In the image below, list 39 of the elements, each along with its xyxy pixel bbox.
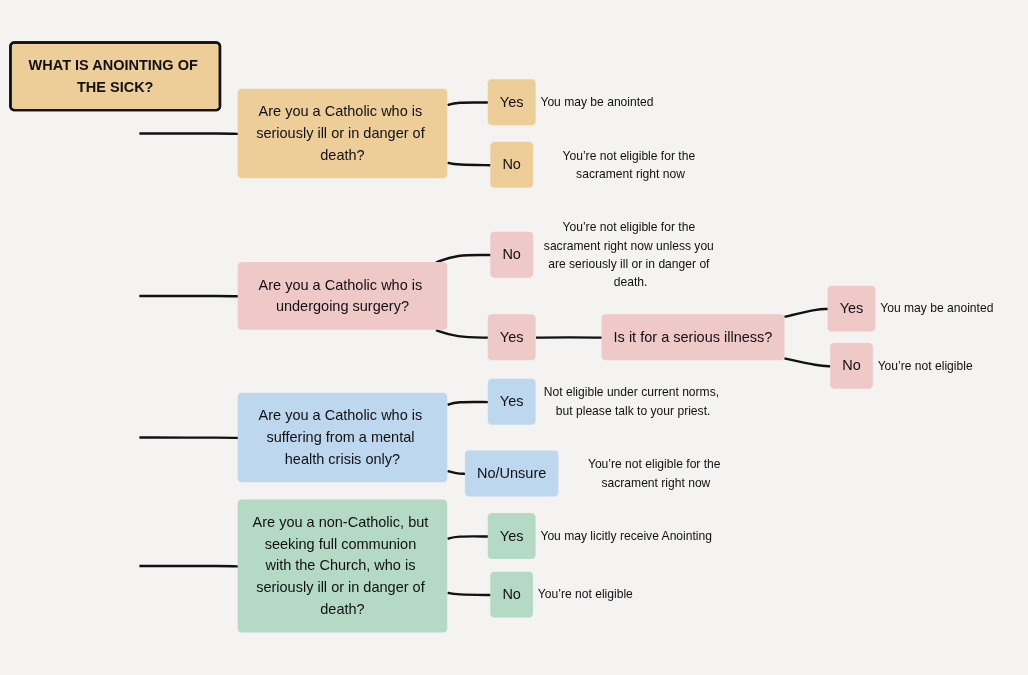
node-box: Is it for a serious illness? [601,314,785,361]
node-label: You’re not eligible for the sacrament right now [562,148,696,181]
node-box: Are you a Catholic who is undergoing surgery? [237,262,448,330]
connector [784,357,831,368]
connector [535,336,602,339]
connector [447,535,489,540]
node-label: You may be anointed [880,301,994,315]
node-label: You may licitly receive Anointing [540,528,712,543]
connector [139,132,239,136]
node-box: Are you a Catholic who is seriously ill or in danger of death? [237,88,448,179]
connector [784,307,828,319]
node-label: You’re not eligible for the sacrament right now unless you are seriously ill or in danger of death. [543,220,714,289]
node-box: No [830,342,873,389]
connector [435,329,489,339]
connector [435,253,491,264]
connector [447,400,489,407]
node-box: Yes [487,79,536,126]
node-box: No/Unsure [464,450,559,497]
node-box: No [490,231,534,278]
node-box: Yes [487,513,536,560]
connector [447,161,491,167]
connector [139,564,239,568]
node-label: You’re not eligible for the sacrament right now [587,456,721,489]
node-box: Are you a Catholic who is suffering from a mental health crisis only? [237,392,448,483]
connector [139,436,239,440]
node-box: No [490,571,534,618]
node-label: Not eligible under current norms, but please talk to your priest. [543,385,720,418]
connector [447,101,489,107]
connector [447,591,491,597]
node-box: Are you a non-Catholic, but seeking full communion with the Church, who is seriously ill or in danger of death? [237,499,448,633]
node-box: Yes [827,285,876,332]
node-box: Yes [487,378,536,425]
node-label: You’re not eligible [537,587,633,601]
connector [447,469,466,476]
node-label: You may be anointed [540,94,654,109]
node-box: No [490,141,534,188]
connector [139,294,239,298]
node-label: You’re not eligible [877,358,973,373]
node-box: Yes [487,314,536,361]
